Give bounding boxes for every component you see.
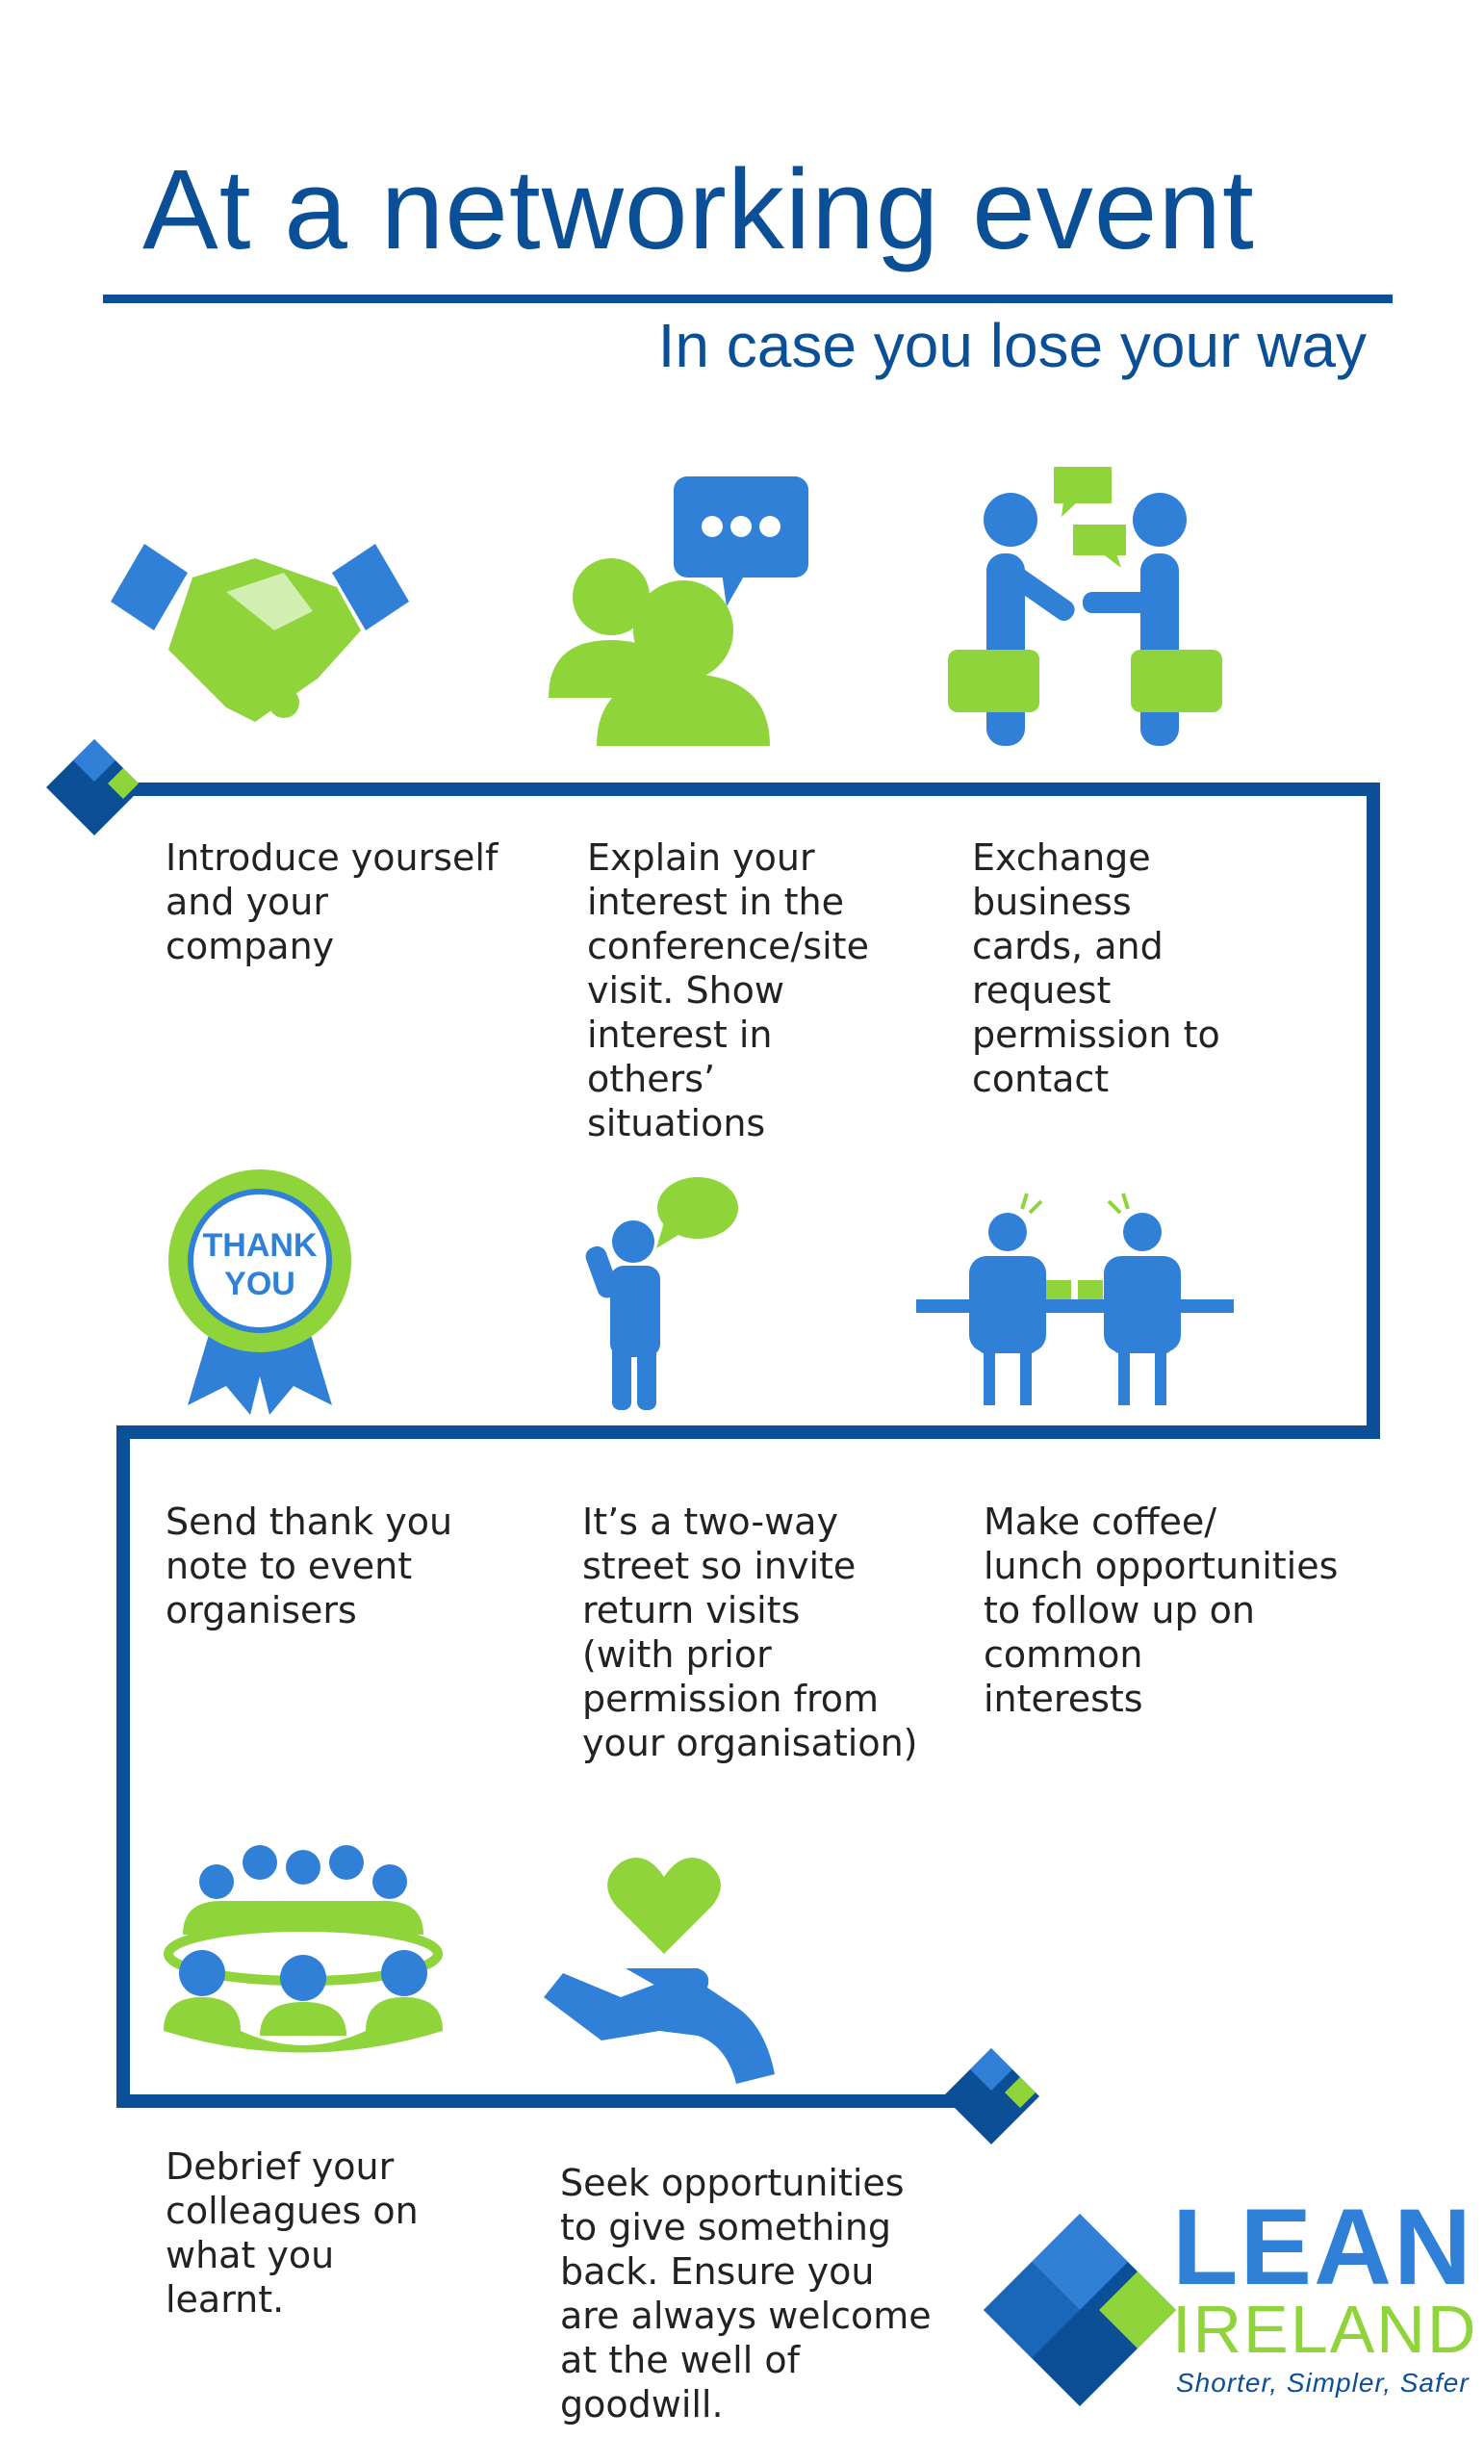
start-diamond-icon [46,739,142,835]
step-4-text: Send thank you note to event organisers [166,1501,453,1631]
lean-ireland-logo-mark [984,2214,1176,2406]
thank-you-badge-icon: THANK YOU [168,1169,351,1415]
logo-tagline: Shorter, Simpler, Safer [1176,2368,1470,2398]
step-6-text: Make coffee/ lunch opportunities to foll… [984,1501,1339,1720]
step-1-text: Introduce yourself and your company [166,836,499,967]
chat-people-icon [549,476,808,746]
phone-call-icon [585,1177,738,1410]
handshake-icon [111,544,409,722]
logo-word-ireland: IRELAND [1172,2292,1478,2367]
end-diamond-icon [943,2048,1039,2144]
step-3-text: Exchange business cards, and request per… [972,836,1220,1100]
step-8-text: Seek opportunities to give something bac… [560,2162,932,2426]
title-divider [103,295,1393,303]
step-2-text: Explain your interest in the conference/… [587,836,869,1144]
page-title: At a networking event [142,146,1255,273]
page-subtitle: In case you lose your way [657,311,1367,380]
heart-hand-icon [544,1858,775,2084]
team-meeting-icon [164,1845,443,2053]
logo-word-lean: LEAN [1172,2187,1473,2307]
step-7-text: Debrief your colleagues on what you lear… [166,2145,419,2321]
coffee-meeting-icon [916,1193,1234,1405]
badge-line2: YOU [224,1266,295,1302]
exchange-talk-icon [948,467,1222,746]
step-5-text: It’s a two-way street so invite return v… [582,1501,918,1764]
badge-line1: THANK [203,1227,318,1264]
